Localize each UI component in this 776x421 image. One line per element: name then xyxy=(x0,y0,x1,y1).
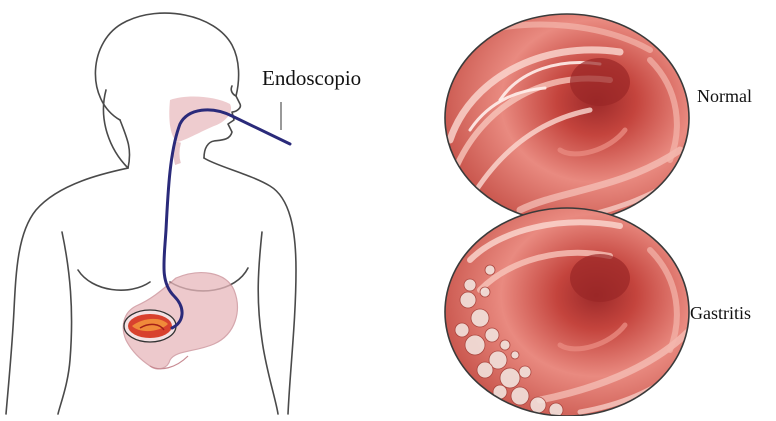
gastritis-label: Gastritis xyxy=(690,303,751,324)
normal-label: Normal xyxy=(697,86,752,107)
endoscopic-view-normal xyxy=(445,14,690,222)
endoscope-label: Endoscopio xyxy=(262,66,361,91)
endoscopic-view-gastritis xyxy=(445,208,690,416)
